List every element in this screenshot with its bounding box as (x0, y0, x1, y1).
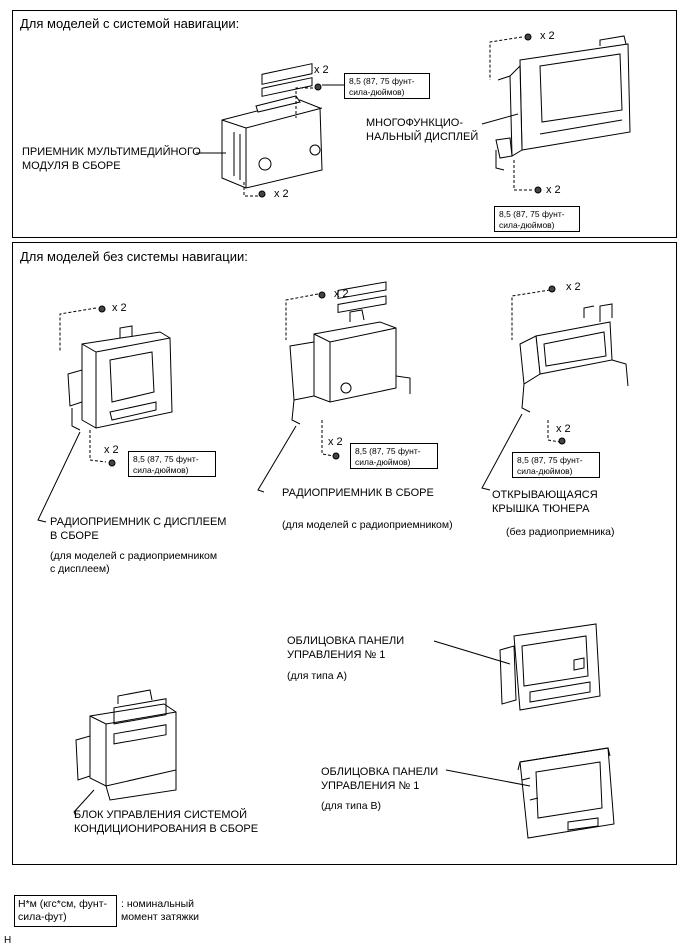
radio-with-display-note: (для моделей с радиоприемником с дисплее… (50, 550, 218, 575)
multi-display-label: МНОГОФУНКЦИО- НАЛЬНЫЙ ДИСПЛЕЙ (366, 117, 479, 143)
torque-spec-box: 8,5 (87, 75 фунт- сила-дюймов) (128, 451, 216, 477)
legend-description: : номинальный момент затяжки (121, 898, 200, 923)
radio-with-display-label: РАДИОПРИЕМНИК С ДИСПЛЕЕМ В СБОРЕ (50, 516, 227, 542)
qty-label: x 2 (104, 444, 119, 456)
legend-torque-unit-text: Н*м (кгс*см, фунт- сила-фут) (18, 898, 108, 923)
instrument-panel-a-label: ОБЛИЦОВКА ПАНЕЛИ УПРАВЛЕНИЯ № 1 (287, 635, 405, 661)
torque-spec-box: 8,5 (87, 75 фунт- сила-дюймов) (494, 206, 580, 232)
qty-label: x 2 (328, 436, 343, 448)
qty-label: x 2 (314, 64, 329, 76)
tuner-cover-note: (без радиоприемника) (506, 526, 615, 538)
torque-spec-text: 8,5 (87, 75 фунт- сила-дюймов) (517, 455, 583, 476)
no-nav-section-panel (12, 242, 677, 865)
no-nav-section-heading: Для моделей без системы навигации: (20, 249, 248, 264)
torque-spec-box: 8,5 (87, 75 фунт- сила-дюймов) (512, 452, 600, 478)
multimedia-receiver-label: ПРИЕМНИК МУЛЬТИМЕДИЙНОГО МОДУЛЯ В СБОРЕ (22, 146, 201, 172)
qty-label: x 2 (546, 184, 561, 196)
qty-label: x 2 (274, 188, 289, 200)
page-mark: H (4, 935, 12, 946)
legend-torque-unit-box: Н*м (кгс*см, фунт- сила-фут) (14, 895, 117, 927)
qty-label: x 2 (112, 302, 127, 314)
instrument-panel-a-note: (для типа А) (287, 670, 347, 682)
qty-label: x 2 (540, 30, 555, 42)
torque-spec-text: 8,5 (87, 75 фунт- сила-дюймов) (133, 454, 199, 475)
torque-spec-text: 8,5 (87, 75 фунт- сила-дюймов) (499, 209, 565, 230)
nav-section-panel (12, 10, 677, 238)
qty-label: x 2 (566, 281, 581, 293)
instrument-panel-b-note: (для типа В) (321, 800, 381, 812)
qty-label: x 2 (556, 423, 571, 435)
torque-spec-box: 8,5 (87, 75 фунт- сила-дюймов) (350, 443, 438, 469)
torque-spec-text: 8,5 (87, 75 фунт- сила-дюймов) (355, 446, 421, 467)
radio-receiver-label: РАДИОПРИЕМНИК В СБОРЕ (282, 487, 434, 499)
ac-control-label: БЛОК УПРАВЛЕНИЯ СИСТЕМОЙ КОНДИЦИОНИРОВАН… (74, 809, 259, 835)
instrument-panel-b-label: ОБЛИЦОВКА ПАНЕЛИ УПРАВЛЕНИЯ № 1 (321, 766, 439, 792)
radio-receiver-note: (для моделей с радиоприемником) (282, 519, 453, 531)
tuner-cover-label: ОТКРЫВАЮЩАЯСЯ КРЫШКА ТЮНЕРА (492, 489, 598, 515)
torque-spec-text: 8,5 (87, 75 фунт- сила-дюймов) (349, 76, 415, 97)
nav-section-heading: Для моделей с системой навигации: (20, 16, 240, 31)
qty-label: x 2 (334, 288, 349, 300)
torque-spec-box: 8,5 (87, 75 фунт- сила-дюймов) (344, 73, 430, 99)
